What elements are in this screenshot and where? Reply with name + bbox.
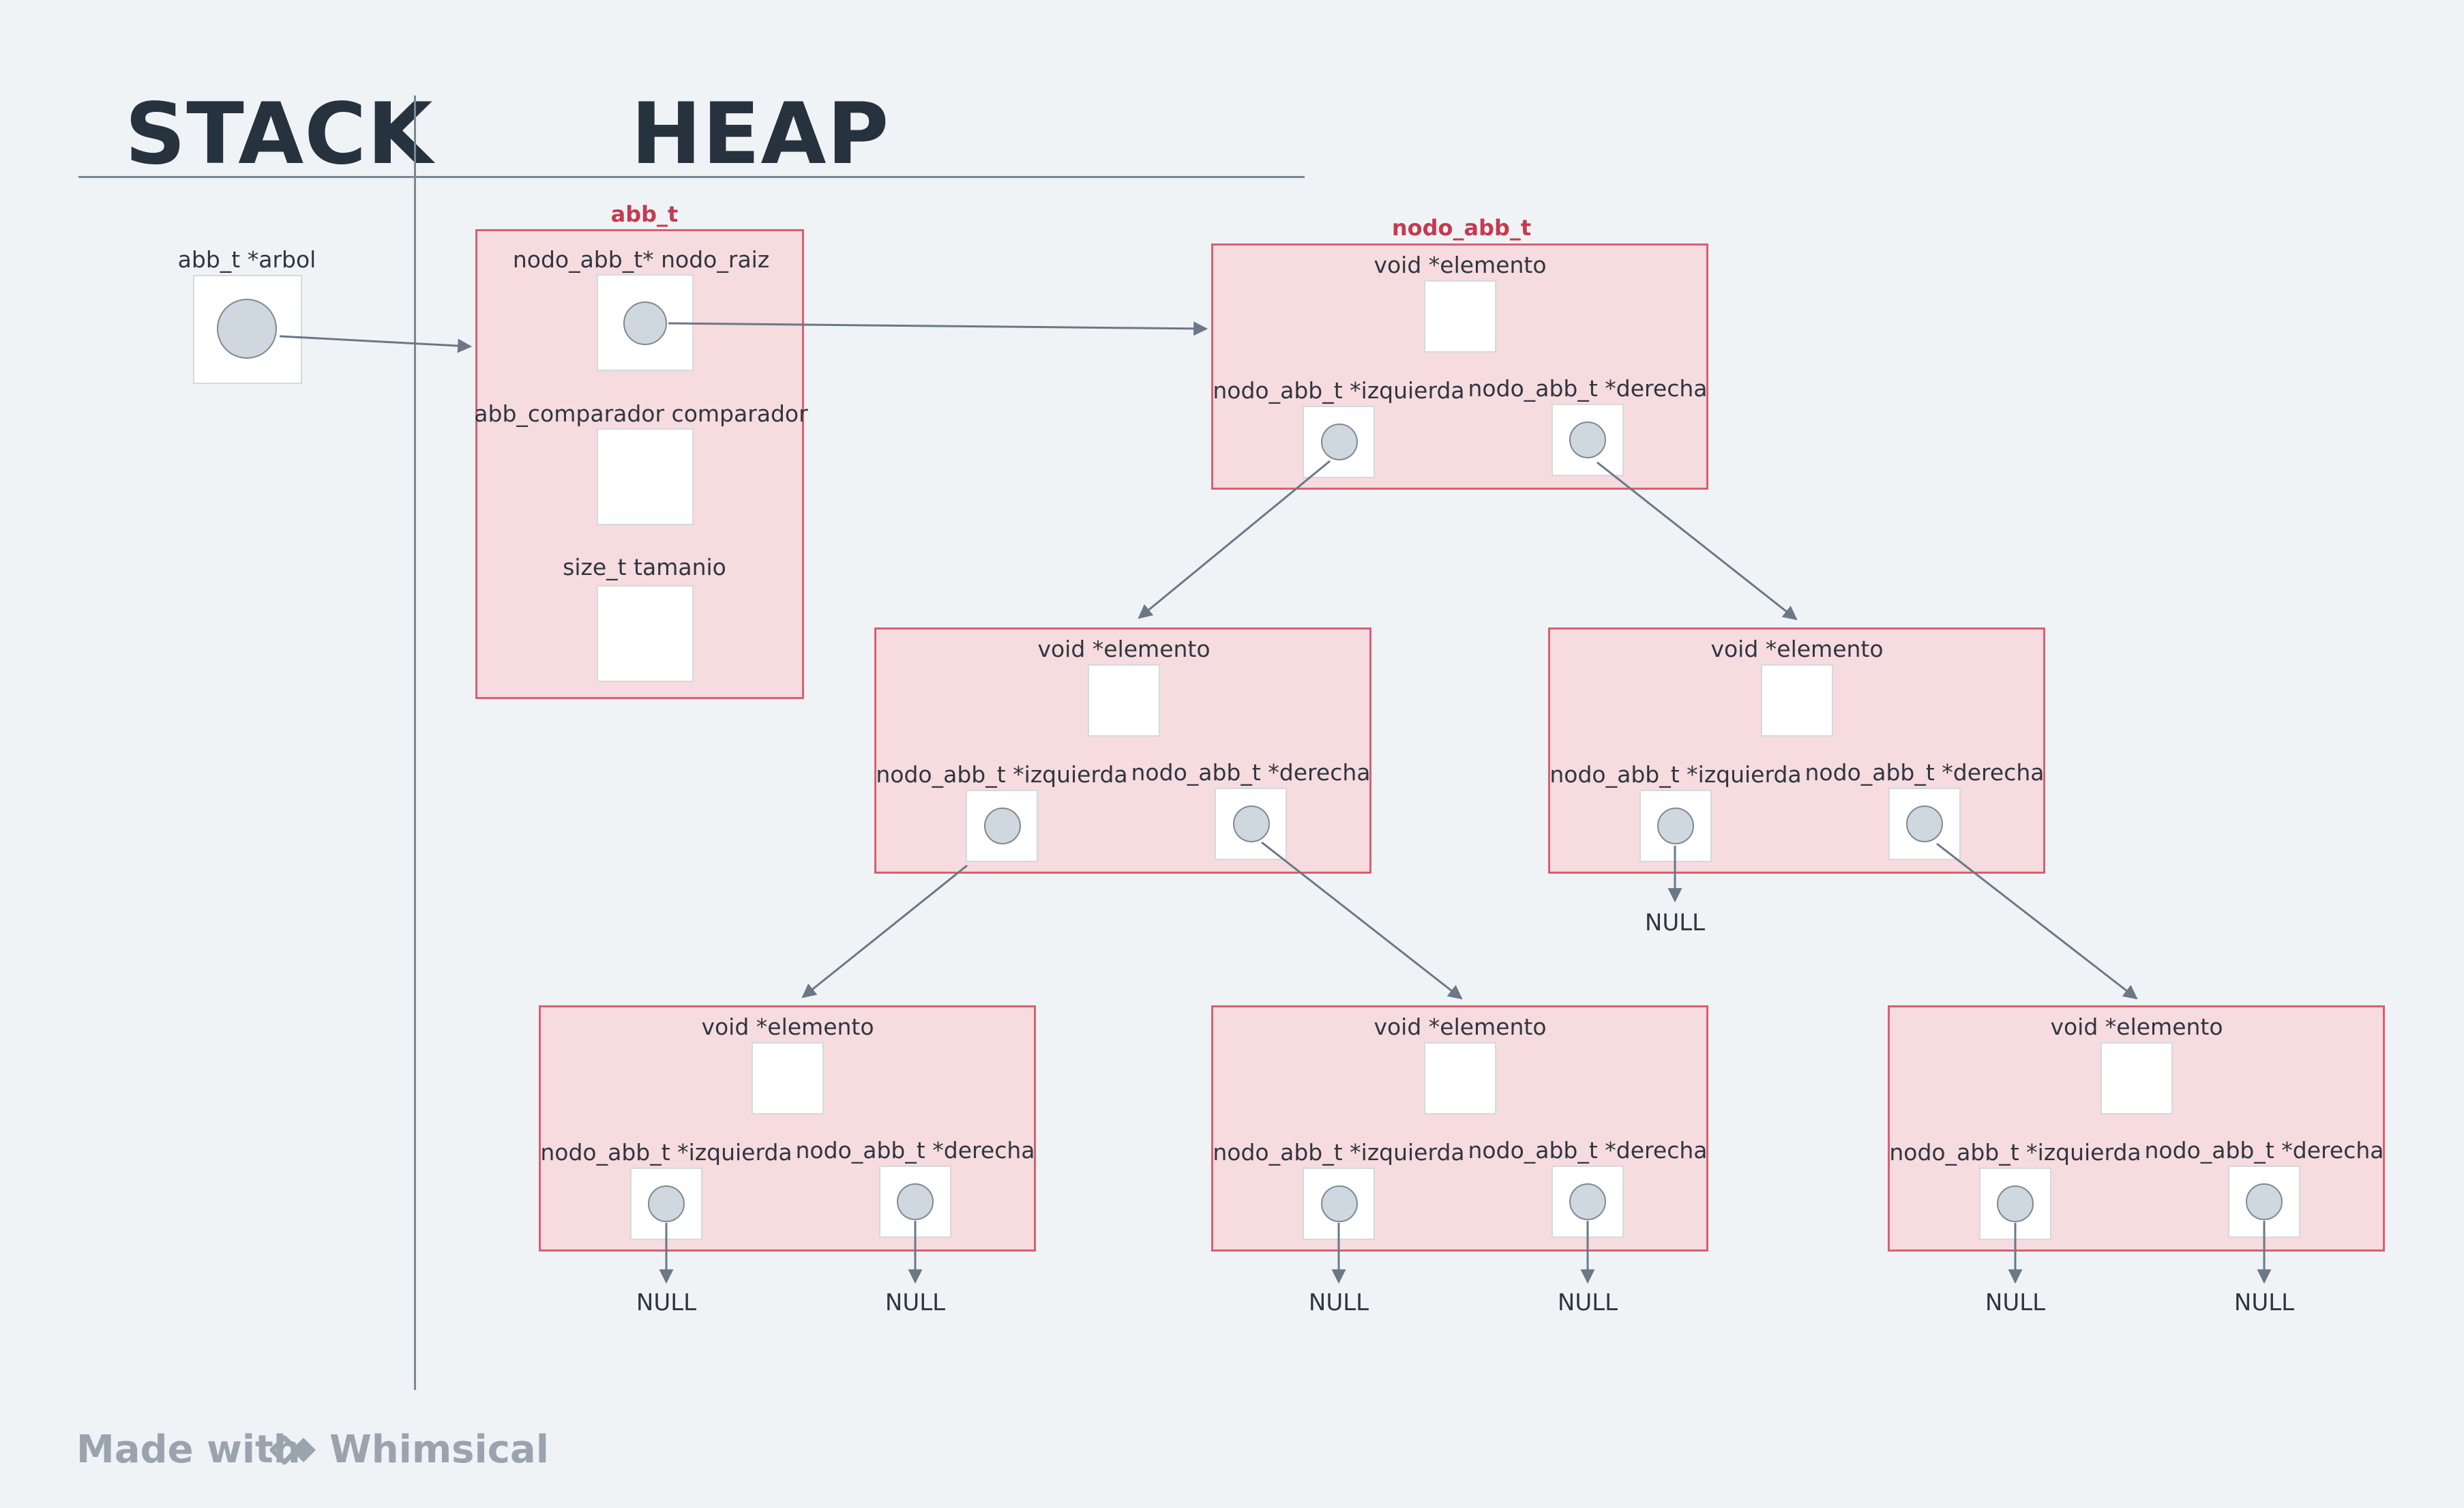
footer-brand: Whimsical — [329, 1428, 549, 1472]
node-ll-right-label: nodo_abb_t *derecha — [795, 1137, 1035, 1164]
node-ll-left-null: NULL — [636, 1289, 697, 1316]
node-rr-left-pointer — [1997, 1185, 2034, 1222]
header-divider — [78, 176, 1305, 178]
footer-made-with: Made with — [76, 1428, 301, 1472]
node-ll-right-pointer — [897, 1183, 934, 1220]
node-lr-right-null: NULL — [1557, 1289, 1618, 1316]
node-rr-left-label: nodo_abb_t *izquierda — [1889, 1139, 2141, 1166]
node-ll-element-cell — [752, 1042, 824, 1114]
arrow-root-to-node — [668, 321, 1208, 336]
abb-comparator-label: abb_comparador comparador — [474, 400, 808, 427]
node-lr-left-pointer — [1321, 1185, 1358, 1222]
node-ll-left-pointer — [648, 1185, 685, 1222]
node-l-right-pointer — [1233, 805, 1270, 842]
node-ll-left-label: nodo_abb_t *izquierda — [540, 1139, 792, 1166]
node-l-element-label: void *elemento — [1037, 636, 1211, 662]
node-root-element-cell — [1424, 280, 1496, 353]
node-r-left-null: NULL — [1644, 909, 1706, 936]
arrow-root-left — [1138, 460, 1331, 619]
node-l-right-cell — [1215, 788, 1287, 860]
node-r — [1548, 627, 2045, 874]
node-ll-element-label: void *elemento — [701, 1014, 874, 1040]
node-r-right-label: nodo_abb_t *derecha — [1805, 759, 2045, 786]
stack-var-pointer — [217, 299, 277, 359]
node-r-element-label: void *elemento — [1710, 636, 1884, 662]
node-lr-left-null: NULL — [1308, 1289, 1369, 1316]
node-lr-right-label: nodo_abb_t *derecha — [1468, 1137, 1708, 1164]
node-root-left-pointer — [1321, 424, 1358, 460]
node-r-right-pointer — [1906, 805, 1943, 842]
node-rr-right-label: nodo_abb_t *derecha — [2144, 1137, 2384, 1164]
abb-comparator-cell — [597, 428, 694, 525]
node-rr-right-null: NULL — [2233, 1289, 2295, 1316]
stack-heap-divider — [414, 95, 416, 1390]
node-ll-right-null: NULL — [885, 1289, 946, 1316]
node-l-left-label: nodo_abb_t *izquierda — [876, 761, 1128, 788]
abb-root-pointer — [623, 301, 667, 345]
stack-var-label: abb_t *arbol — [177, 246, 316, 273]
node-r-left-pointer — [1657, 808, 1694, 844]
node-r-element-cell — [1761, 664, 1833, 737]
node-lr-right-pointer — [1569, 1183, 1606, 1220]
arrow-r-right — [1936, 842, 2138, 1000]
node-root-left-label: nodo_abb_t *izquierda — [1213, 377, 1465, 404]
node-rr-right-pointer — [2246, 1183, 2283, 1220]
whimsical-logo-icon — [269, 1435, 316, 1465]
node-rr-element-label: void *elemento — [2050, 1014, 2223, 1040]
node-root-right-label: nodo_abb_t *derecha — [1468, 375, 1708, 402]
node-l-element-cell — [1088, 664, 1160, 737]
node-r-left-label: nodo_abb_t *izquierda — [1549, 761, 1802, 788]
node-lr-element-cell — [1424, 1042, 1496, 1114]
arrow-l-right — [1261, 841, 1463, 1000]
abb-size-label: size_t tamanio — [563, 554, 726, 580]
node-l-left-pointer — [984, 808, 1021, 844]
abb-size-cell — [597, 585, 694, 682]
arrow-arbol-to-abb — [279, 335, 473, 353]
node-root-right-pointer — [1569, 422, 1606, 458]
node-l-right-label: nodo_abb_t *derecha — [1131, 759, 1371, 786]
node-rr-element-cell — [2101, 1042, 2173, 1114]
node-type-title: nodo_abb_t — [1391, 215, 1532, 241]
node-root-element-label: void *elemento — [1374, 252, 1547, 278]
abb-struct-title: abb_t — [610, 201, 679, 227]
node-rr-left-null: NULL — [1985, 1289, 2046, 1316]
abb-root-label: nodo_abb_t* nodo_raiz — [512, 246, 770, 273]
node-lr-left-label: nodo_abb_t *izquierda — [1213, 1139, 1465, 1166]
arrow-l-left — [801, 864, 968, 999]
arrow-root-right — [1597, 461, 1798, 621]
heap-heading: HEAP — [631, 85, 890, 183]
stack-heading: STACK — [125, 85, 434, 183]
node-lr-element-label: void *elemento — [1374, 1014, 1547, 1040]
